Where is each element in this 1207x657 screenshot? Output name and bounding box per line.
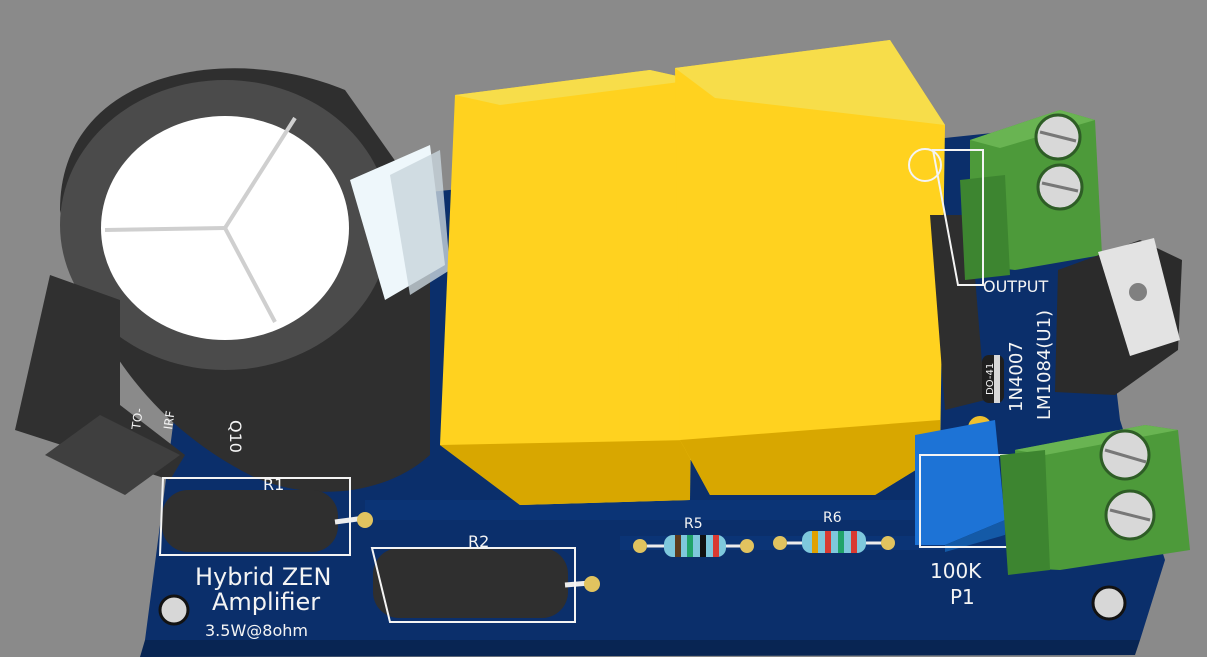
regulator-part-label: LM1084(U1) — [1034, 310, 1055, 420]
r2-label: R2 — [468, 532, 489, 551]
mounting-hole-left — [158, 594, 190, 626]
silkscreen-outlines — [158, 148, 984, 623]
r1-label: R1 — [263, 475, 284, 494]
r6-label: R6 — [823, 510, 842, 526]
relay-right — [675, 40, 945, 495]
transistor-package: TO- IRF Q10 — [15, 275, 245, 495]
resistor-r1: R1 — [162, 475, 373, 552]
diode-package-label: DO-41 — [985, 363, 996, 395]
relay-left — [440, 70, 695, 505]
mounting-hole-right — [1091, 585, 1127, 621]
pot-ref-label: P1 — [950, 585, 975, 609]
potentiometer: 100K P1 — [915, 420, 1009, 609]
resistor-r2: R2 — [373, 532, 600, 618]
q-ref-label: Q10 — [226, 420, 245, 453]
r5-label: R5 — [684, 516, 703, 532]
diode-part-label: 1N4007 — [1006, 341, 1027, 412]
resistor-r5: R5 — [633, 516, 754, 557]
title-line-3: 3.5W@8ohm — [205, 621, 308, 640]
resistor-r6: R6 — [773, 510, 895, 553]
title-line-1: Hybrid ZEN — [195, 563, 331, 591]
transistor-mark-1: TO- — [129, 407, 146, 431]
output-label: OUTPUT — [983, 277, 1048, 296]
voltage-regulator — [1055, 238, 1182, 395]
transistor-mark-2: IRF — [161, 410, 177, 431]
board-title: Hybrid ZEN Amplifier 3.5W@8ohm — [195, 563, 331, 640]
input-terminal-block — [1000, 425, 1190, 575]
title-line-2: Amplifier — [212, 588, 320, 616]
pot-value-label: 100K — [930, 559, 982, 583]
electrolytic-capacitor — [60, 68, 450, 492]
output-terminal-block: OUTPUT — [960, 110, 1102, 296]
